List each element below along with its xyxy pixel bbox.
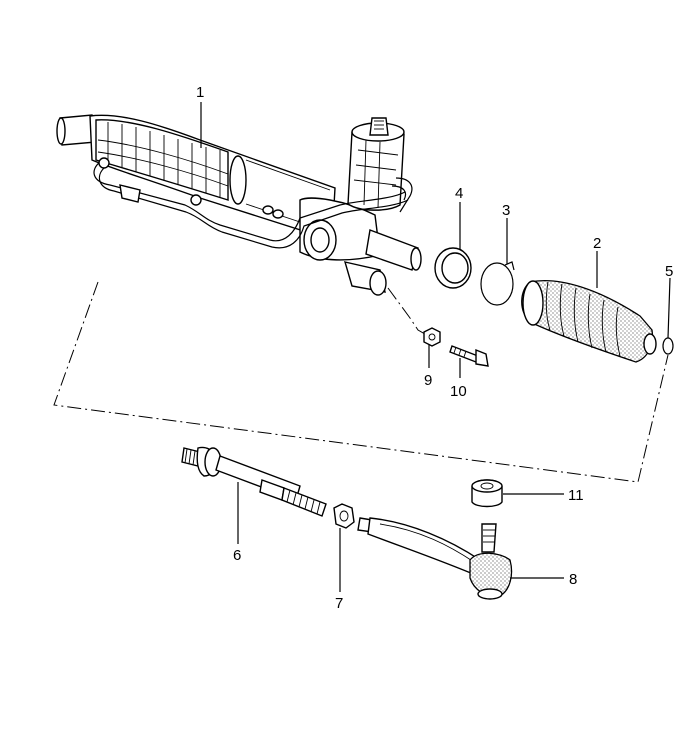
part-3-clamp	[480, 261, 515, 306]
part-2-bellows-boot	[521, 280, 657, 363]
part-11-self-locking-nut	[471, 479, 503, 508]
leader-lines	[200, 102, 671, 592]
callout-9: 9	[424, 372, 432, 389]
assembly-boundary-link	[387, 287, 433, 339]
part-8-tie-rod-end	[357, 517, 513, 600]
part-6-inner-tie-rod	[181, 446, 327, 517]
callout-8: 8	[569, 571, 577, 588]
steering-rack-housing	[56, 114, 422, 296]
callout-11: 11	[568, 487, 584, 504]
part-5-small-clamp	[662, 337, 674, 355]
callout-5: 5	[665, 263, 673, 280]
callout-7: 7	[335, 595, 343, 612]
part-9-nut	[423, 327, 441, 347]
callout-3: 3	[502, 202, 510, 219]
callout-4: 4	[455, 185, 463, 202]
part-4-ring	[434, 247, 472, 289]
part-7-hex-nut	[333, 503, 355, 529]
callout-1: 1	[196, 84, 204, 101]
part-10-bolt	[449, 345, 489, 367]
callout-2: 2	[593, 235, 601, 252]
callout-10: 10	[450, 383, 467, 400]
callout-6: 6	[233, 547, 241, 564]
